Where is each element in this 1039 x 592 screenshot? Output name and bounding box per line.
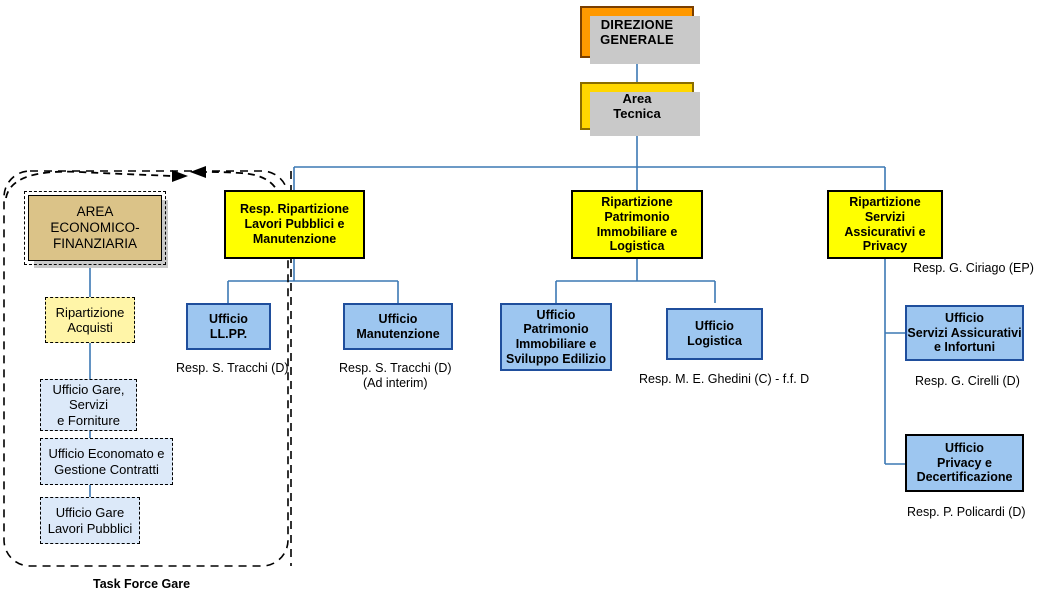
caption-ghedini: Resp. M. E. Ghedini (C) - f.f. D xyxy=(639,372,810,386)
caption-tracchi-llpp: Resp. S. Tracchi (D) xyxy=(176,361,289,375)
caption-cirelli: Resp. G. Cirelli (D) xyxy=(915,374,1020,388)
arrow-head-left xyxy=(190,166,206,178)
caption-policardi: Resp. P. Policardi (D) xyxy=(907,505,1026,519)
caption-tracchi-manutenzione: Resp. S. Tracchi (D)(Ad interim) xyxy=(339,361,452,390)
label-task-force-gare: Task Force Gare xyxy=(93,577,191,591)
arrow-head-right xyxy=(172,170,188,182)
caption-ciriago: Resp. G. Ciriago (EP) xyxy=(913,261,1034,275)
